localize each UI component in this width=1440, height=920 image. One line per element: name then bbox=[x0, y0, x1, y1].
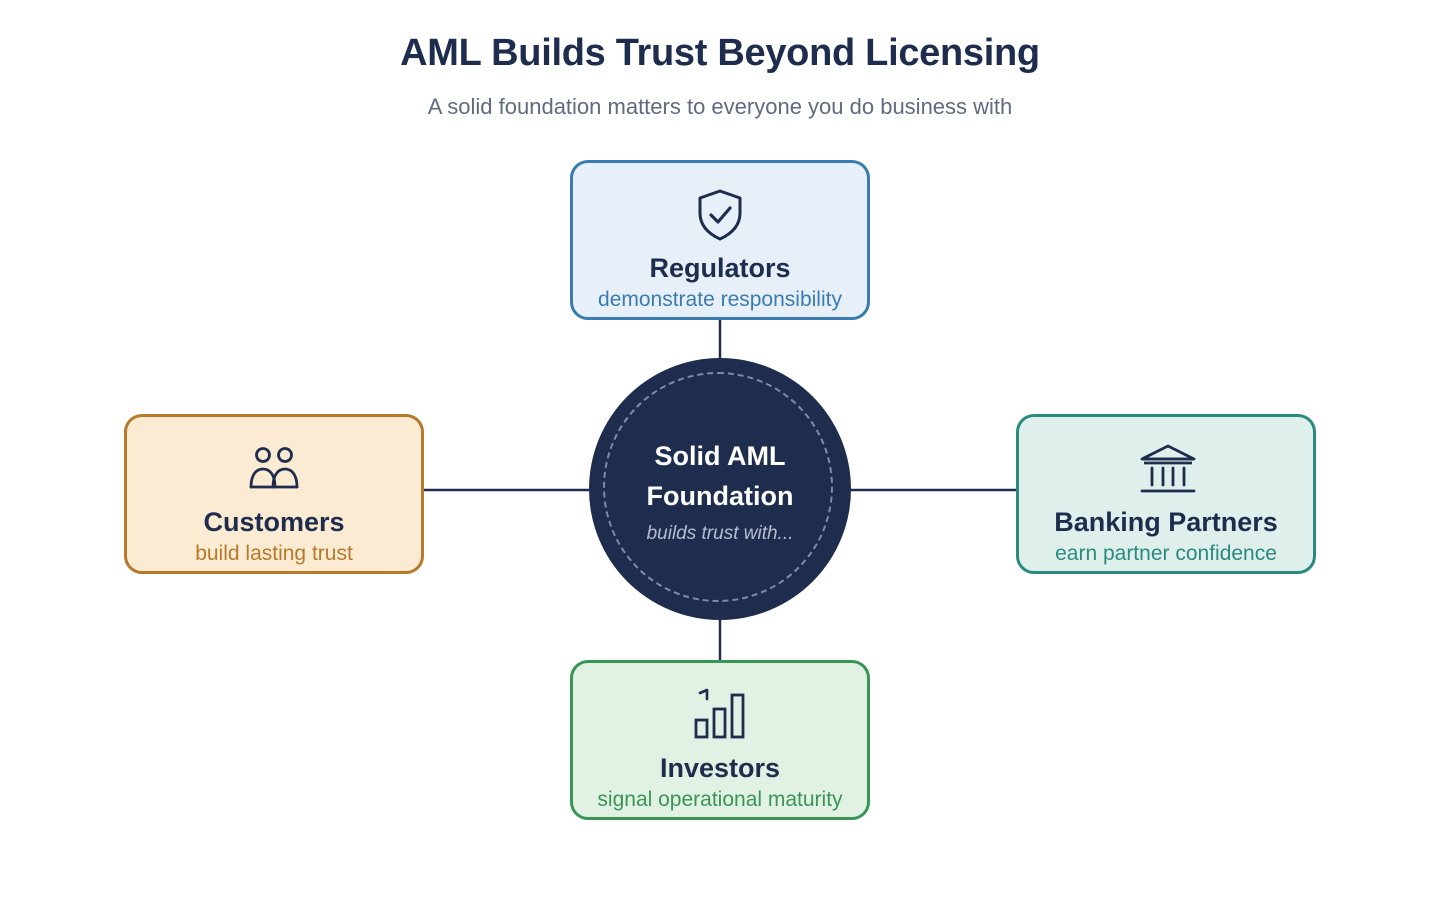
node-subtitle: demonstrate responsibility bbox=[598, 288, 842, 311]
bank-icon bbox=[1138, 441, 1196, 497]
node-title: Customers bbox=[203, 507, 345, 537]
center-title: Solid AML Foundation bbox=[589, 436, 851, 516]
people-icon bbox=[246, 441, 302, 497]
node-banking-partners: Banking Partners earn partner confidence bbox=[1016, 414, 1316, 574]
center-foundation-circle: Solid AML Foundation builds trust with..… bbox=[589, 358, 851, 620]
shield-check-icon bbox=[692, 187, 748, 243]
node-customers: Customers build lasting trust bbox=[124, 414, 424, 574]
node-subtitle: earn partner confidence bbox=[1055, 542, 1277, 565]
center-dashed-ring bbox=[603, 372, 833, 602]
node-title: Investors bbox=[659, 753, 781, 783]
node-investors: Investors signal operational maturity bbox=[570, 660, 870, 820]
node-title: Banking Partners bbox=[1054, 507, 1278, 537]
center-subtitle: builds trust with... bbox=[646, 523, 794, 544]
node-regulators: Regulators demonstrate responsibility bbox=[570, 160, 870, 320]
node-subtitle: signal operational maturity bbox=[597, 788, 843, 811]
center-title-line2: Foundation bbox=[646, 481, 794, 511]
growth-chart-icon bbox=[692, 687, 748, 743]
node-title: Regulators bbox=[649, 253, 791, 283]
center-title-line1: Solid AML bbox=[654, 441, 786, 471]
diagram-title: AML Builds Trust Beyond Licensing bbox=[400, 32, 1040, 74]
diagram-subtitle: A solid foundation matters to everyone y… bbox=[427, 94, 1013, 119]
node-subtitle: build lasting trust bbox=[195, 542, 353, 565]
